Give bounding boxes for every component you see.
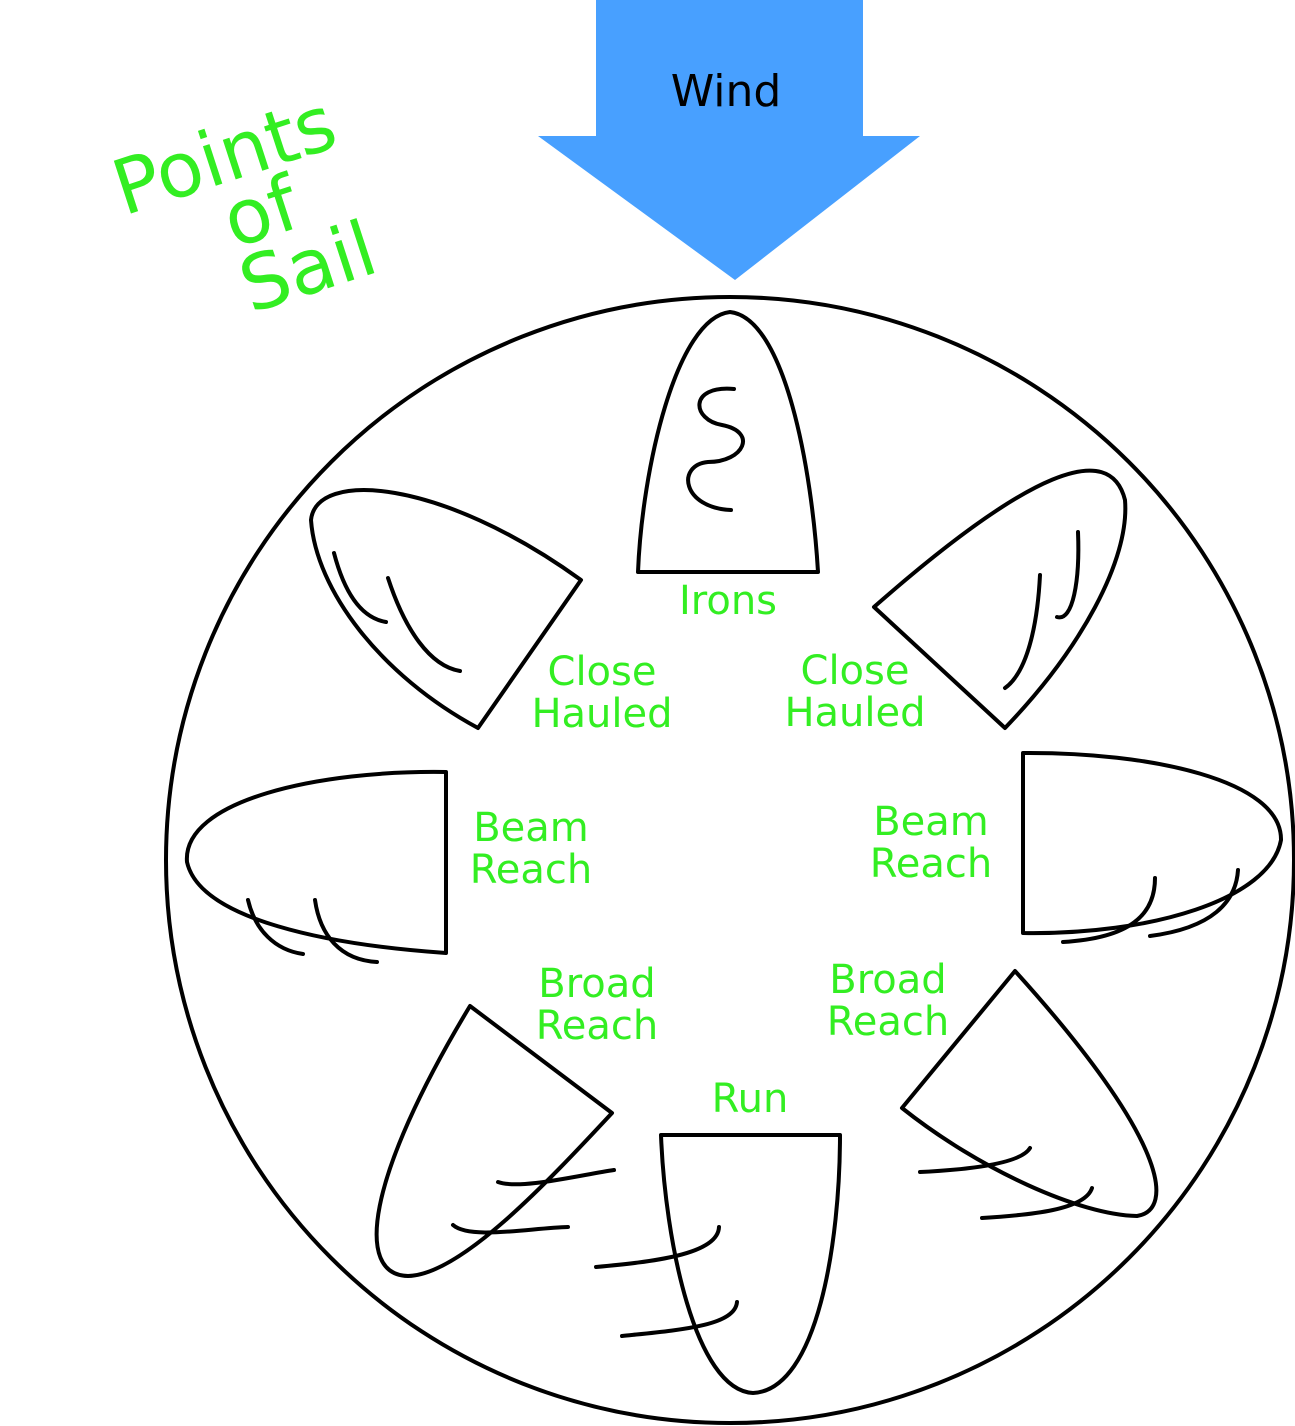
label-run: Run (712, 1076, 789, 1122)
label-close-hauled-left-1: Close (548, 649, 657, 695)
label-beam-reach-right-1: Beam (873, 799, 989, 845)
boat-close-hauled-left (309, 488, 583, 730)
boat-broad-reach-left (374, 1004, 616, 1278)
wind-label: Wind (671, 66, 782, 117)
label-beam-reach-left-1: Beam (473, 805, 589, 851)
boat-beam-reach-left (184, 769, 448, 964)
label-broad-reach-right-1: Broad (829, 957, 946, 1003)
points-circle (164, 295, 1295, 1425)
wind-arrow-shape (538, 0, 920, 280)
boat-irons (636, 310, 820, 574)
label-beam-reach-right-2: Reach (870, 841, 992, 887)
boat-run (594, 1133, 842, 1395)
luffing-sail (686, 386, 745, 512)
boat-beam-reach-right (1021, 750, 1284, 944)
label-close-hauled-left-2: Hauled (531, 691, 672, 737)
label-close-hauled-right-2: Hauled (784, 690, 925, 736)
label-irons: Irons (679, 578, 777, 624)
boat-broad-reach-right (900, 969, 1159, 1220)
wind-arrow: Wind (538, 0, 920, 280)
label-close-hauled-right-1: Close (801, 648, 910, 694)
label-beam-reach-left-2: Reach (470, 847, 592, 893)
label-broad-reach-left-2: Reach (536, 1003, 658, 1049)
label-broad-reach-right-2: Reach (827, 999, 949, 1045)
boat-close-hauled-right (872, 468, 1128, 730)
label-broad-reach-left-1: Broad (538, 961, 655, 1007)
diagram-title: Points of Sail (102, 78, 387, 331)
